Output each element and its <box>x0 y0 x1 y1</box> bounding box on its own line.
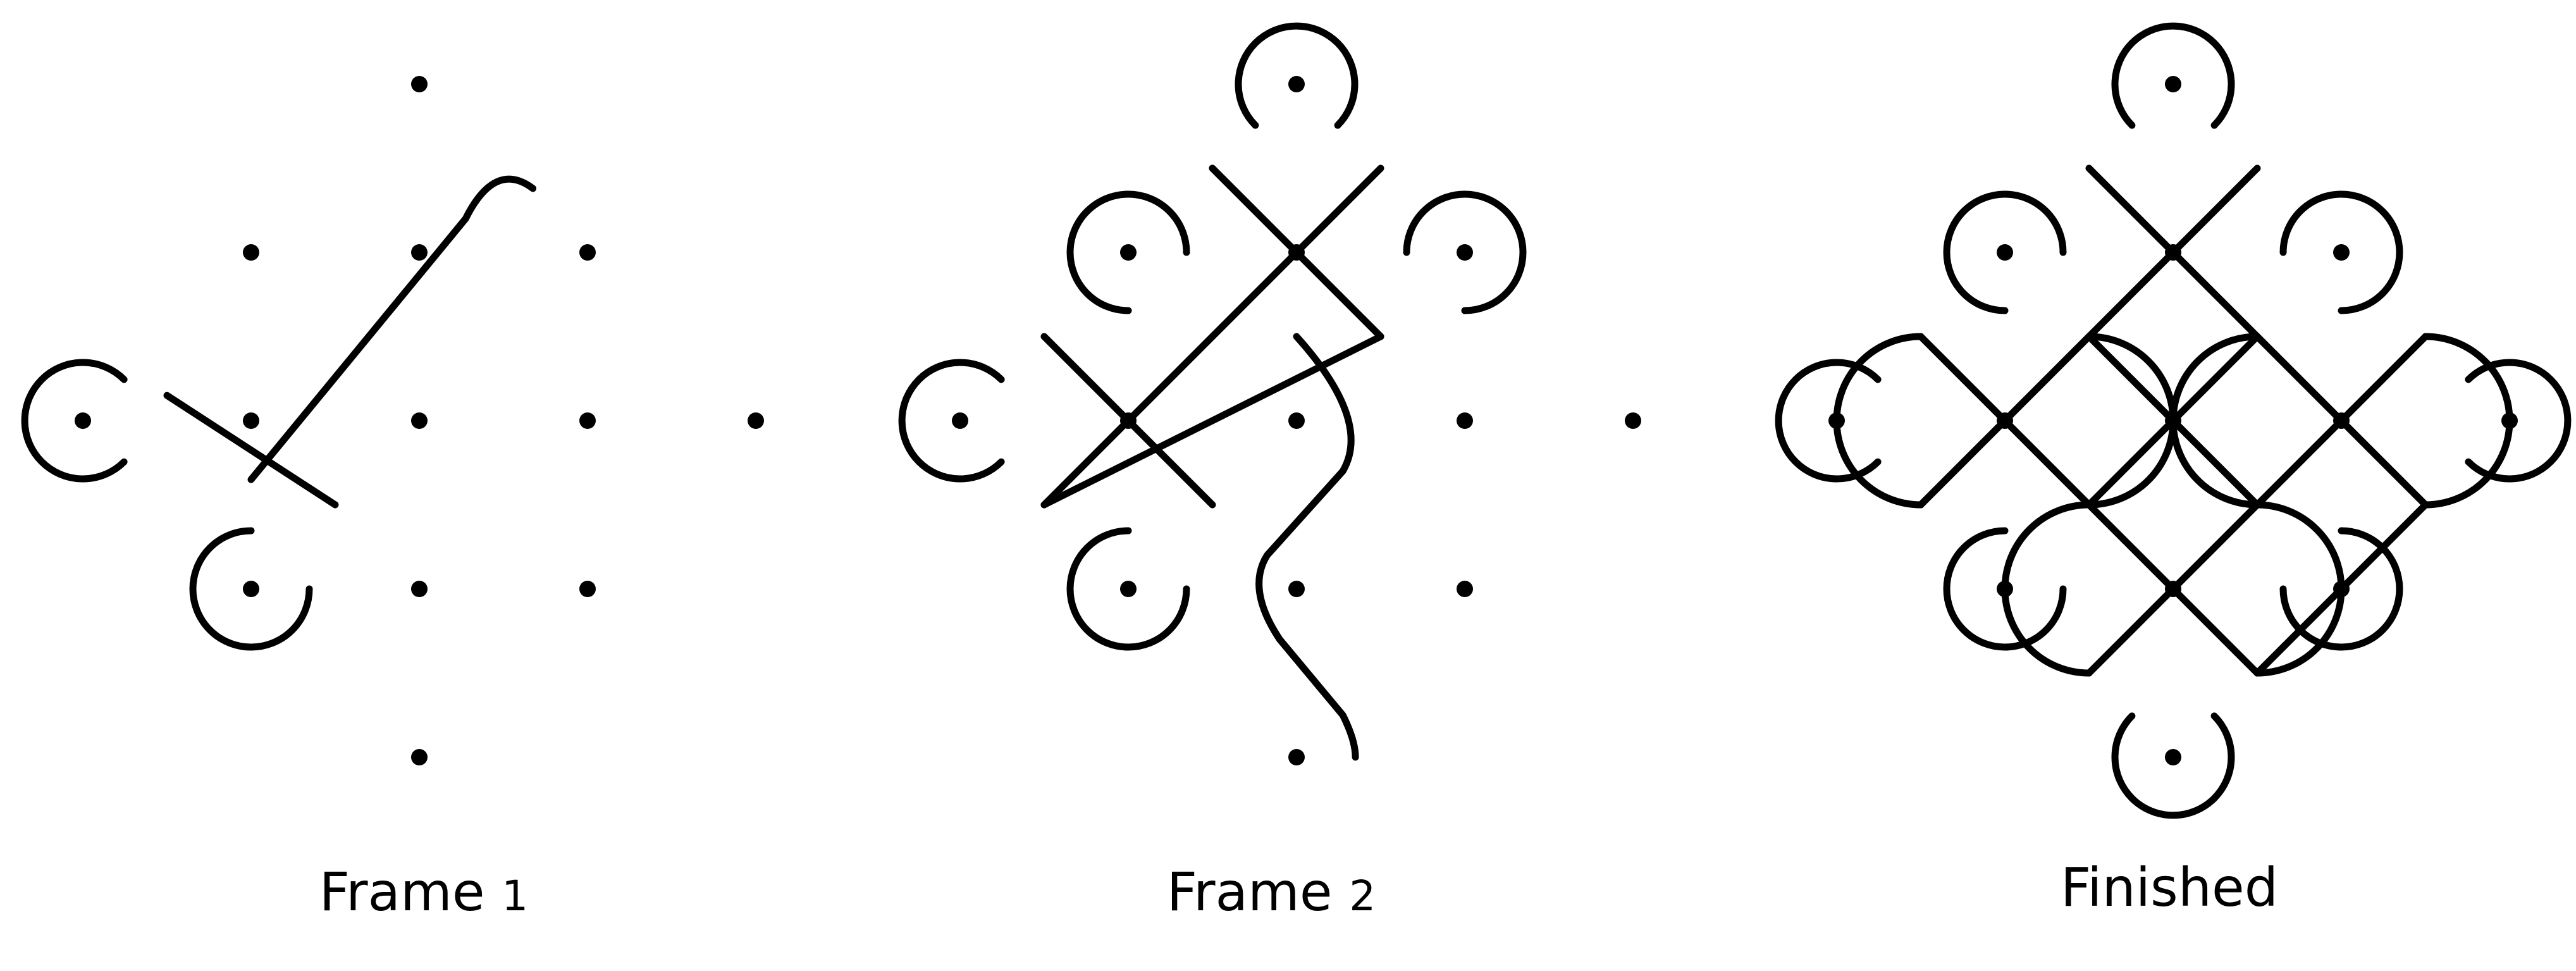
curve-stroke <box>2001 501 2093 677</box>
loop-stroke <box>1066 190 1190 314</box>
curve-stroke <box>2422 333 2513 509</box>
loop-stroke <box>189 527 313 651</box>
line-stroke <box>1040 333 1216 509</box>
panel-finished <box>1775 22 2572 819</box>
label-frame-1: Frame 1 <box>272 857 576 927</box>
grid-dot <box>1457 412 1473 429</box>
grid-dot <box>2165 76 2181 92</box>
grid-dot <box>411 244 428 261</box>
curve-stroke <box>2253 501 2345 677</box>
loop-stroke <box>2279 527 2403 651</box>
grid-dot <box>1288 749 1305 765</box>
grid-dot <box>579 244 596 261</box>
line-stroke <box>1040 333 1384 509</box>
grid-dot <box>411 749 428 765</box>
loop-stroke <box>2279 190 2403 314</box>
grid-dot <box>1457 244 1473 261</box>
loop-stroke <box>2111 712 2235 819</box>
line-stroke <box>2085 164 2261 340</box>
loop-stroke <box>2111 22 2235 129</box>
loop-stroke <box>1775 359 1882 483</box>
line-stroke <box>1040 164 1384 509</box>
grid-dot <box>243 581 259 597</box>
line-stroke <box>163 392 339 509</box>
panel-frame-2 <box>898 22 1641 765</box>
grid-dot <box>2165 749 2181 765</box>
loop-stroke <box>1403 190 1527 314</box>
grid-dot <box>748 412 764 429</box>
grid-dot <box>411 412 428 429</box>
grid-dot <box>1288 76 1305 92</box>
label-frame-1-number: 1 <box>502 872 529 920</box>
loop-stroke <box>1235 22 1359 129</box>
grid-dot <box>1120 581 1137 597</box>
label-frame-2: Frame 2 <box>1151 857 1391 927</box>
grid-dot <box>411 76 428 92</box>
grid-dot <box>1625 412 1641 429</box>
grid-dot <box>1120 244 1137 261</box>
grid-dot <box>2333 244 2350 261</box>
loop-stroke <box>1066 527 1190 651</box>
label-frame-2-number: 2 <box>1349 872 1376 920</box>
grid-dot <box>1457 581 1473 597</box>
curve-stroke <box>247 175 537 483</box>
line-stroke <box>2253 333 2429 509</box>
line-stroke <box>2085 501 2261 677</box>
curve-stroke <box>1833 333 1925 509</box>
grid-dot <box>579 581 596 597</box>
grid-dot <box>243 244 259 261</box>
curve-stroke <box>2169 333 2261 509</box>
grid-dot <box>1288 581 1305 597</box>
line-stroke <box>1917 333 2093 509</box>
grid-dot <box>411 581 428 597</box>
loop-stroke <box>1943 527 2067 651</box>
label-frame-2-word: Frame <box>1166 861 1333 923</box>
loop-stroke <box>898 359 1005 483</box>
grid-dot <box>1997 244 2013 261</box>
loop-stroke <box>2465 359 2572 483</box>
grid-dot <box>75 412 91 429</box>
loop-stroke <box>1943 190 2067 314</box>
grid-dot <box>1288 412 1305 429</box>
label-finished: Finished <box>2060 857 2279 918</box>
panel-frame-1 <box>21 76 764 765</box>
line-stroke <box>1209 164 1384 340</box>
label-frame-1-word: Frame <box>319 861 485 923</box>
curve-stroke <box>1255 333 1359 761</box>
grid-dot <box>579 412 596 429</box>
grid-dot <box>243 412 259 429</box>
curve-stroke <box>2085 333 2177 509</box>
loop-stroke <box>21 359 128 483</box>
grid-dot <box>952 412 968 429</box>
